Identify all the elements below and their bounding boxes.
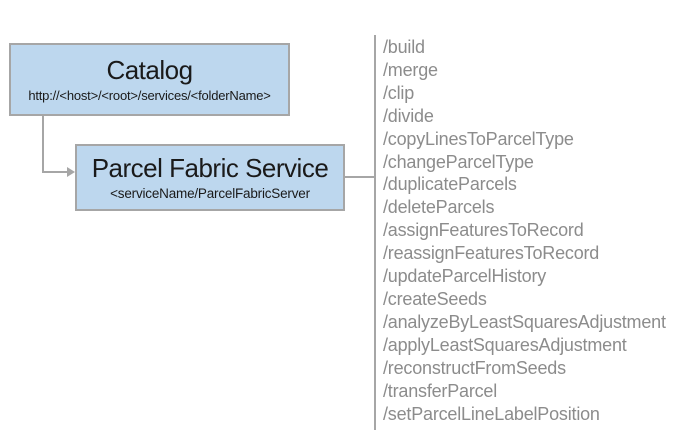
catalog-to-service-connector-horizontal [42, 171, 68, 173]
endpoint-item: /createSeeds [383, 288, 487, 309]
catalog-node-title: Catalog [106, 55, 193, 85]
endpoint-item: /build [383, 37, 425, 57]
catalog-to-service-connector-vertical [42, 116, 44, 173]
parcel-fabric-service-title: Parcel Fabric Service [91, 153, 329, 183]
endpoint-item: /divide [383, 105, 434, 126]
endpoint-item: /reassignFeaturesToRecord [383, 243, 600, 264]
endpoint-item: /duplicateParcels [383, 174, 517, 195]
endpoint-item: /updateParcelHistory [383, 266, 547, 287]
endpoint-item: /applyLeastSquaresAdjustment [383, 334, 627, 355]
catalog-node-url: http://<host>/<root>/services/<folderNam… [28, 88, 271, 103]
endpoint-item: /merge [383, 59, 438, 80]
endpoint-divider-line [374, 35, 376, 430]
endpoint-item: /deleteParcels [383, 197, 495, 218]
endpoint-item: /analyzeByLeastSquaresAdjustment [383, 311, 666, 332]
endpoint-item: /copyLinesToParcelType [383, 128, 574, 149]
service-to-endpoints-connector [345, 176, 374, 178]
endpoint-item: /setParcelLineLabelPosition [383, 403, 600, 424]
endpoint-list: /build /merge /clip /divide /copyLinesTo… [383, 36, 666, 425]
endpoint-item: /reconstructFromSeeds [383, 357, 566, 378]
endpoint-item: /assignFeaturesToRecord [383, 220, 584, 241]
endpoint-item: /transferParcel [383, 380, 498, 401]
parcel-fabric-service-node: Parcel Fabric Service <serviceName/Parce… [75, 144, 345, 211]
endpoint-item: /clip [383, 82, 415, 103]
arrow-right-icon [67, 167, 75, 177]
parcel-fabric-service-path: <serviceName/ParcelFabricServer [110, 186, 310, 201]
endpoint-item: /changeParcelType [383, 151, 534, 172]
catalog-node: Catalog http://<host>/<root>/services/<f… [9, 43, 290, 116]
